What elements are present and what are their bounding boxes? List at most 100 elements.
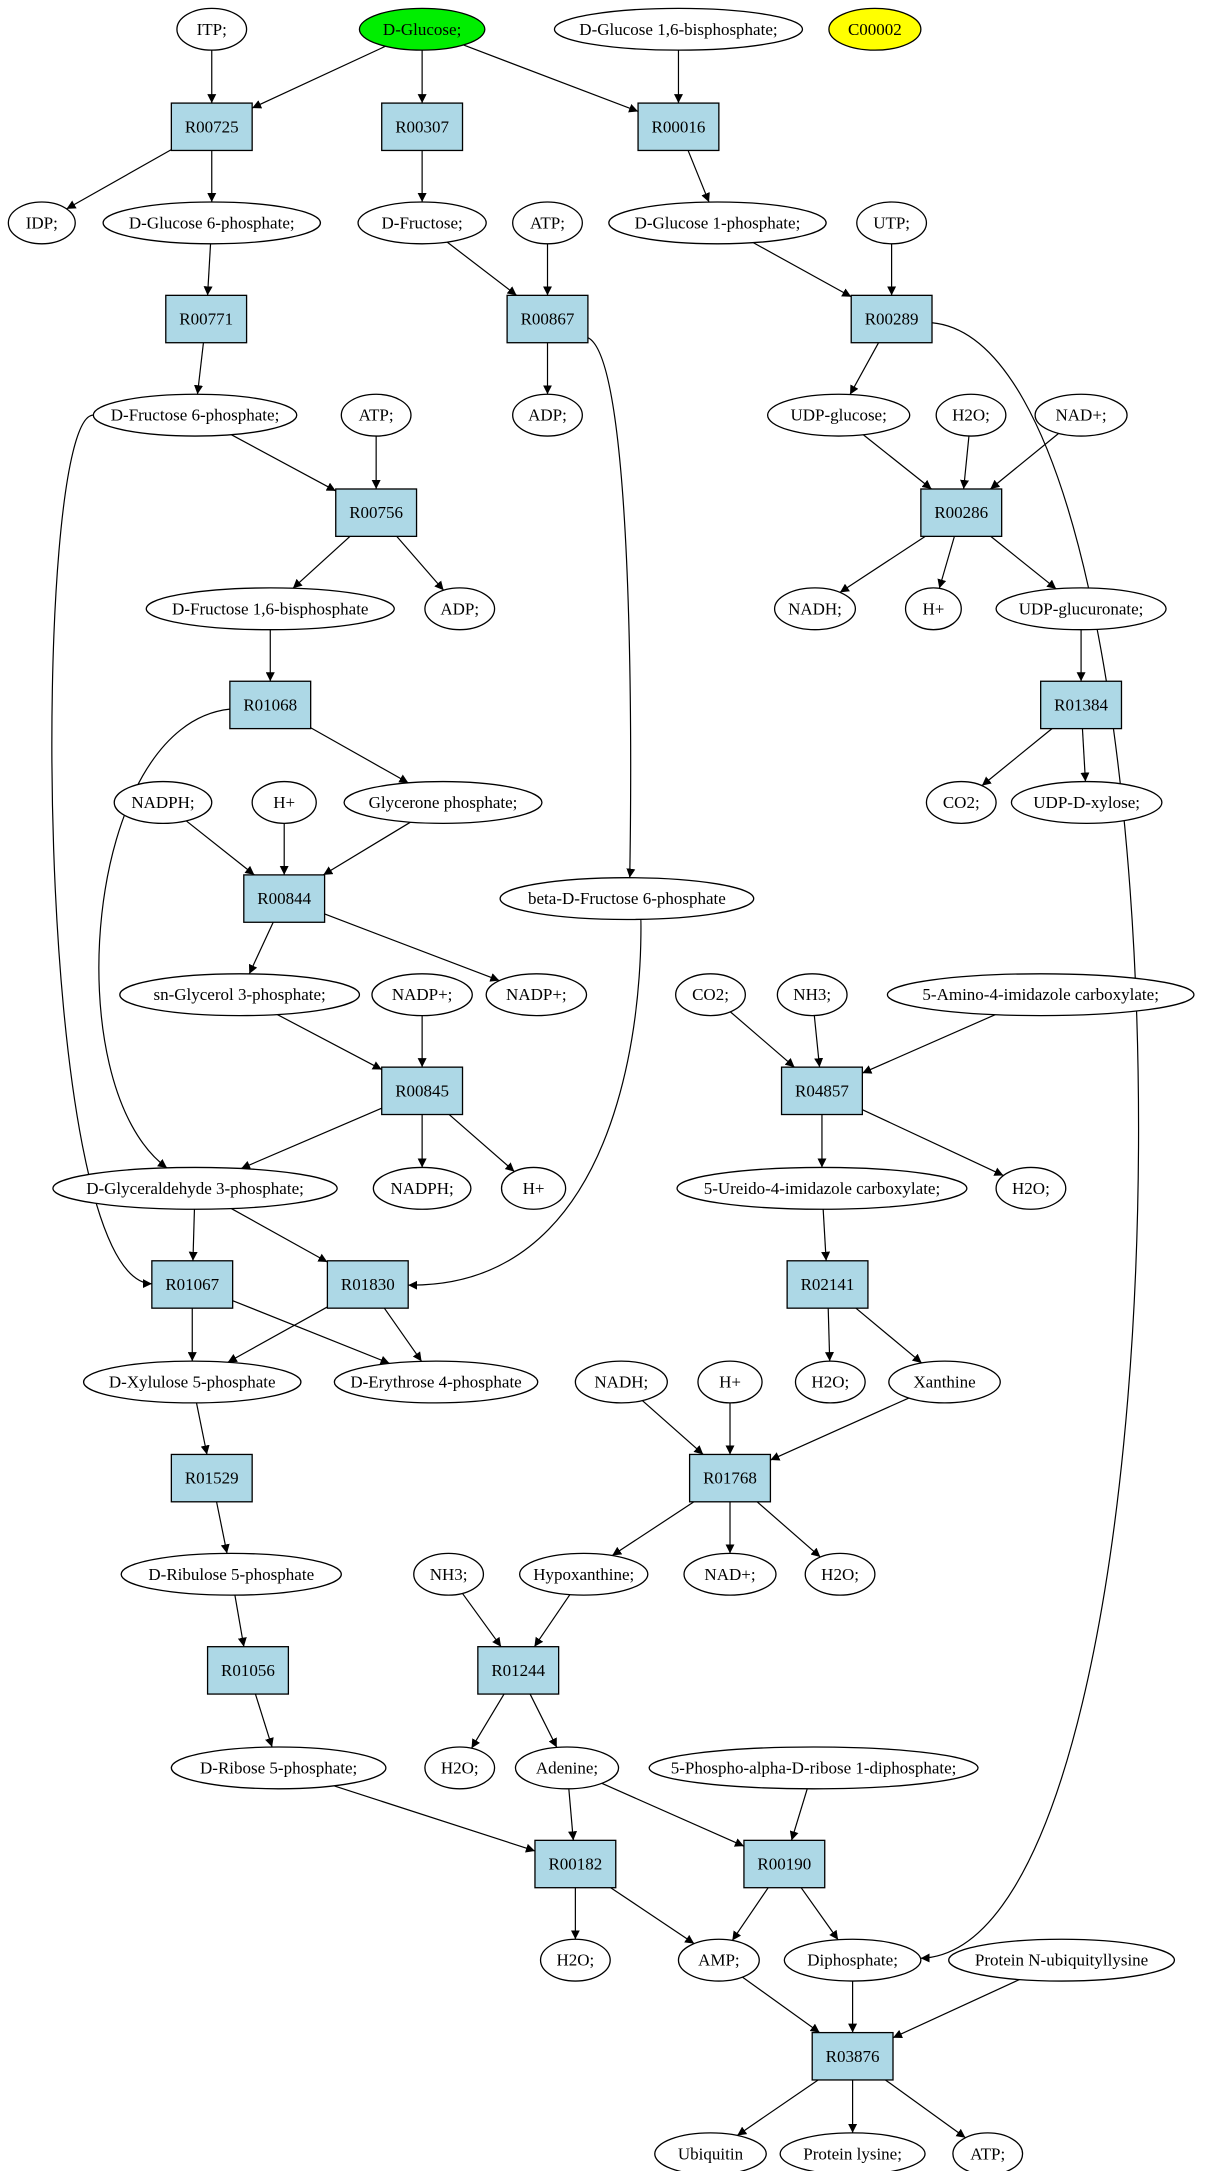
edge-c_pnul-to-r_R03876 bbox=[892, 1978, 1020, 2039]
edge-r_R01768-to-c_hypox bbox=[611, 1501, 695, 1557]
node-label: UTP; bbox=[873, 213, 910, 232]
compound-node-c_g3p_sn: sn-Glycerol 3-phosphate; bbox=[119, 973, 361, 1017]
node-label: Protein N-ubiquityllysine bbox=[975, 1951, 1148, 1970]
node-label: R01830 bbox=[341, 1275, 395, 1294]
node-label: H+ bbox=[523, 1179, 545, 1198]
reaction-box bbox=[381, 1066, 464, 1116]
compound-ellipse bbox=[413, 1552, 485, 1596]
node-label: R02141 bbox=[801, 1275, 855, 1294]
reaction-node-r_R01529: R01529 bbox=[170, 1453, 253, 1503]
node-label: ATP; bbox=[970, 2144, 1005, 2163]
reaction-box bbox=[206, 1646, 290, 1695]
edge-r_R00190-to-c_amp bbox=[731, 1887, 769, 1941]
edge-r_R02141-to-c_xanthine bbox=[855, 1307, 923, 1364]
node-label: H2O; bbox=[441, 1758, 479, 1777]
node-label: 5-Ureido-4-imidazole carboxylate; bbox=[704, 1179, 940, 1198]
node-label: UDP-glucose; bbox=[791, 406, 887, 425]
reaction-box bbox=[381, 102, 464, 152]
node-label: R00845 bbox=[395, 1081, 449, 1100]
node-label: beta-D-Fructose 6-phosphate bbox=[528, 889, 726, 908]
node-label: 5-Phospho-alpha-D-ribose 1-diphosphate; bbox=[671, 1758, 957, 1777]
compound-node-c_hypox: Hypoxanthine; bbox=[518, 1552, 649, 1596]
compound-node-c_ubiquitin: Ubiquitin bbox=[654, 2132, 767, 2171]
node-label: H+ bbox=[719, 1372, 741, 1391]
compound-node-c_g1p: D-Glucose 1-phosphate; bbox=[608, 201, 827, 245]
node-label: UDP-D-xylose; bbox=[1033, 793, 1140, 812]
reaction-box bbox=[243, 874, 326, 923]
compound-node-c_udpglc: UDP-glucose; bbox=[766, 393, 911, 437]
edge-c_amp-to-r_R03876 bbox=[742, 1976, 821, 2034]
node-label: Glycerone phosphate; bbox=[369, 793, 518, 812]
compound-node-c_udpglcA: UDP-glucuronate; bbox=[995, 587, 1167, 631]
compound-ellipse bbox=[948, 1938, 1176, 1982]
compound-ellipse bbox=[170, 1746, 387, 1790]
reaction-node-r_R00289: R00289 bbox=[850, 294, 933, 344]
edge-r_R01056-to-c_r5p bbox=[254, 1693, 274, 1748]
edge-r_R00867-to-c_bf6p bbox=[587, 337, 635, 878]
node-label: H+ bbox=[273, 793, 295, 812]
compound-ellipse bbox=[925, 780, 997, 824]
compound-ellipse bbox=[828, 7, 922, 51]
node-label: R00771 bbox=[179, 310, 233, 329]
compound-ellipse bbox=[1010, 780, 1163, 824]
node-label: NADP+; bbox=[506, 985, 567, 1004]
compound-node-c_h2o_b: H2O; bbox=[995, 1166, 1067, 1210]
edge-c_x5p-to-r_R01529 bbox=[195, 1402, 210, 1455]
node-label: D-Glucose 1-phosphate; bbox=[635, 213, 801, 232]
compound-node-c_atp1: ATP; bbox=[512, 201, 583, 245]
compound-node-c_itp: ITP; bbox=[176, 7, 248, 51]
compound-ellipse bbox=[697, 1360, 763, 1404]
compound-ellipse bbox=[372, 1166, 472, 1210]
compound-node-c_adp1: ADP; bbox=[512, 393, 583, 437]
node-label: D-Ribose 5-phosphate; bbox=[200, 1758, 357, 1777]
edge-c_xanthine-to-r_R01768 bbox=[770, 1397, 910, 1461]
reaction-box bbox=[170, 1453, 253, 1503]
compound-node-c_c00002: C00002 bbox=[828, 7, 922, 51]
compound-ellipse bbox=[952, 2132, 1024, 2171]
edge-c_nadh_b-to-r_R01768 bbox=[641, 1400, 704, 1455]
compound-node-c_ru5p: D-Ribulose 5-phosphate bbox=[120, 1552, 342, 1596]
compound-node-c_glucose: D-Glucose; bbox=[358, 7, 486, 51]
compound-ellipse bbox=[856, 201, 928, 245]
node-label: R00016 bbox=[652, 117, 706, 136]
edges-layer bbox=[51, 44, 1140, 2139]
edge-r_R00016-to-c_g1p bbox=[687, 150, 710, 203]
compound-ellipse bbox=[7, 201, 76, 245]
compound-ellipse bbox=[553, 7, 804, 51]
compound-ellipse bbox=[773, 587, 857, 631]
compound-node-c_bf6p: beta-D-Fructose 6-phosphate bbox=[499, 877, 755, 921]
edge-r_R01768-to-c_h2o_d bbox=[756, 1501, 821, 1558]
compound-ellipse bbox=[654, 2132, 767, 2171]
node-label: C00002 bbox=[848, 20, 902, 39]
node-label: IDP; bbox=[26, 213, 58, 232]
edge-c_f6p-to-r_R01067 bbox=[51, 414, 152, 1289]
reaction-node-r_R00867: R00867 bbox=[506, 294, 589, 344]
node-label: ADP; bbox=[528, 406, 567, 425]
edge-r_R04857-to-c_h2o_b bbox=[862, 1109, 1004, 1177]
node-label: H2O; bbox=[1012, 1179, 1050, 1198]
compound-node-c_hplus_b: H+ bbox=[251, 780, 317, 824]
compound-node-c_adenine: Adenine; bbox=[514, 1746, 620, 1790]
edge-r_R01384-to-c_co2_a bbox=[981, 728, 1053, 787]
edge-r_R01067-to-c_e4p bbox=[232, 1300, 390, 1365]
reaction-node-r_R01244: R01244 bbox=[477, 1646, 560, 1695]
compound-node-c_x5p: D-Xylulose 5-phosphate bbox=[82, 1360, 302, 1404]
node-label: D-Glucose; bbox=[383, 20, 461, 39]
compound-node-c_nadph_a: NADPH; bbox=[113, 780, 213, 824]
compound-ellipse bbox=[424, 587, 496, 631]
compound-ellipse bbox=[499, 877, 755, 921]
edge-c_udpglc-to-r_R00286 bbox=[862, 434, 932, 490]
edge-c_aicx-to-r_R04857 bbox=[862, 1014, 996, 1074]
compound-node-c_nad_b: NAD+; bbox=[683, 1552, 777, 1596]
compound-ellipse bbox=[371, 973, 473, 1017]
reaction-node-r_R00756: R00756 bbox=[335, 488, 418, 538]
reaction-node-r_R00182: R00182 bbox=[534, 1839, 617, 1889]
edge-c_g6p-to-r_R00771 bbox=[203, 243, 213, 296]
edge-r_R01830-to-c_e4p bbox=[383, 1307, 423, 1362]
node-label: D-Fructose; bbox=[382, 213, 463, 232]
node-label: R00725 bbox=[185, 117, 239, 136]
edge-c_nad_a-to-r_R00286 bbox=[989, 432, 1060, 490]
compound-node-c_atp3: ATP; bbox=[952, 2132, 1024, 2171]
reaction-node-r_R01768: R01768 bbox=[688, 1453, 772, 1503]
node-label: Protein lysine; bbox=[803, 2144, 902, 2163]
